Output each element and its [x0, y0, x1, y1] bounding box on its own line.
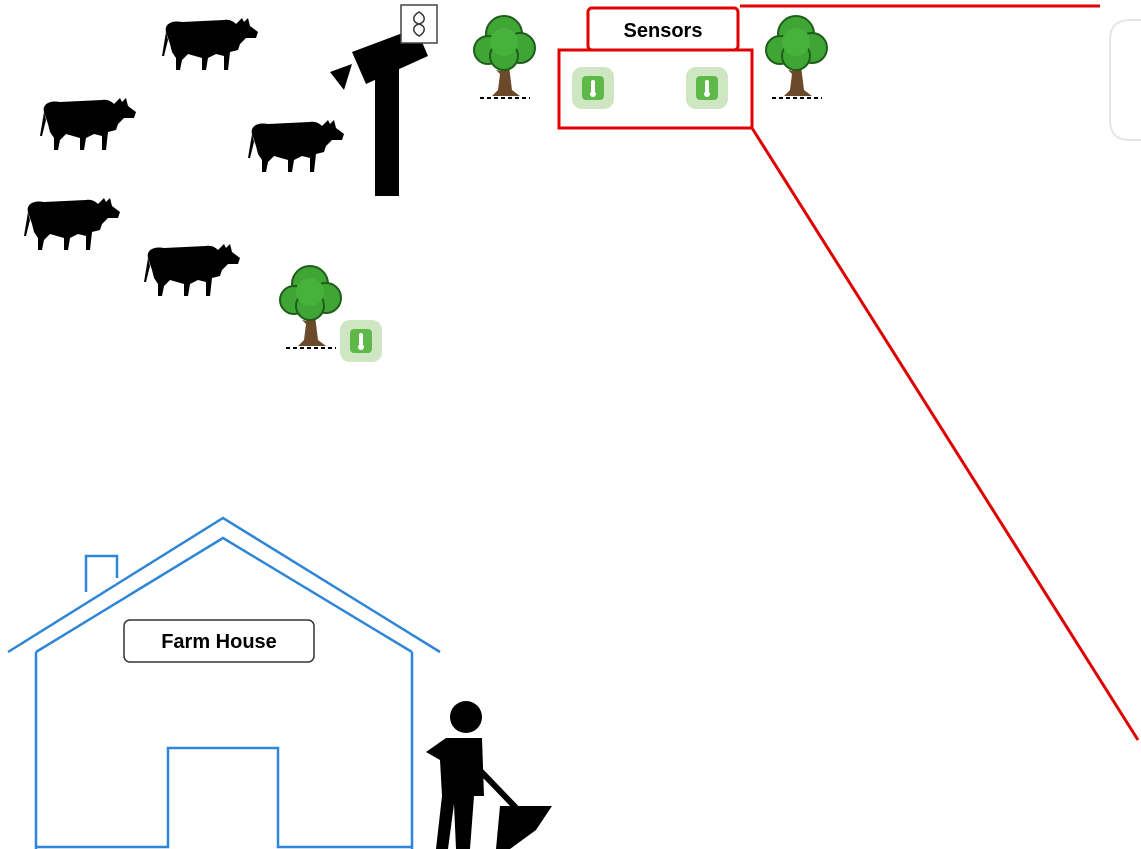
- farm-house-label-box: [123, 619, 315, 663]
- sensors-group-box: [557, 48, 754, 130]
- sensor-icon: [686, 67, 728, 109]
- pole-camera-icon: [330, 28, 428, 196]
- tree-icon: [473, 15, 536, 99]
- farm-house-label: Farm House: [161, 631, 277, 653]
- tree-icon: [279, 265, 342, 349]
- cow-icon: [248, 120, 344, 172]
- sensors-connector-line: [750, 127, 1140, 741]
- sensor-icon: [572, 67, 614, 109]
- offscreen-panel-edge: [1109, 19, 1141, 141]
- farmer-with-shovel-icon: [426, 701, 552, 849]
- cow-icon: [24, 198, 120, 250]
- tree-icon: [765, 15, 828, 99]
- sensor-icon: [340, 320, 382, 362]
- farm-house-outline: [7, 516, 441, 849]
- cow-icon: [40, 98, 136, 150]
- fan-icon: [400, 4, 438, 44]
- cow-icon: [144, 244, 240, 296]
- cow-icon: [162, 18, 258, 70]
- sensors-label: Sensors: [624, 20, 703, 42]
